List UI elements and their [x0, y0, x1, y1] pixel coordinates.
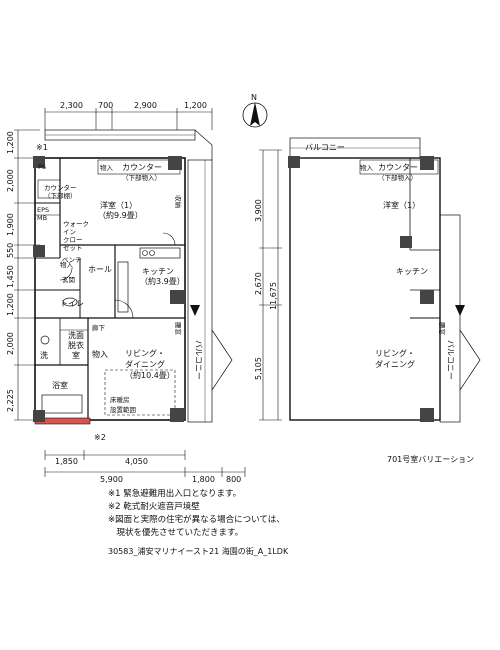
dim-left-2: 2,000	[6, 169, 15, 192]
label-kitchen-size: （約3.9畳）	[140, 276, 185, 286]
dim-var-3: 11,675	[269, 282, 278, 310]
label-shelf: 収納	[174, 195, 183, 208]
dim-bottom-3: 5,900	[100, 475, 123, 484]
label-floor-heat-2: 設置範囲	[110, 405, 136, 414]
note-1: ※1 緊急避難用出入口となります。	[108, 489, 242, 499]
var-label-balcony: バルコニー	[446, 340, 455, 380]
label-walkin-1: ウォーク	[63, 220, 89, 228]
var-label-counter: カウンター	[378, 163, 418, 172]
label-walkin-2: イン	[63, 228, 76, 236]
var-caption: 701号室バリエーション	[387, 454, 474, 464]
dim-left-1: 1,200	[6, 131, 15, 154]
label-eps: EPS	[37, 206, 49, 214]
north-arrow-icon: N	[242, 93, 268, 128]
label-washroom-1: 洗	[68, 330, 76, 340]
dim-left-7: 2,000	[6, 332, 15, 355]
dim-left-8: 2,225	[6, 389, 15, 412]
label-walkin-3: クロー	[63, 236, 83, 244]
label-storage-mid: 物入	[92, 349, 108, 359]
note-3: ※図面と実際の住宅が異なる場合については、	[108, 515, 285, 525]
label-counter-left: カウンター	[44, 183, 77, 192]
dim-left-3: 1,900	[6, 213, 15, 236]
label-living-2: ダイニング	[125, 359, 165, 369]
var-label-living-1: リビング・	[375, 348, 415, 358]
label-washroom-3: 脱	[68, 340, 76, 350]
top-dimensions	[44, 108, 213, 130]
label-washroom-2: 面	[76, 331, 84, 340]
dim-bottom-4: 1,800	[192, 475, 215, 484]
dim-top-3: 2,900	[134, 101, 157, 110]
north-label: N	[251, 93, 257, 102]
var-label-storage: 物入	[360, 163, 374, 172]
dim-var-1: 3,900	[254, 199, 263, 222]
label-mb: MB	[37, 214, 47, 222]
label-washroom-4: 衣	[76, 340, 84, 350]
label-walkin-4: ゼット	[63, 243, 83, 252]
label-genkan: 玄関	[62, 275, 75, 284]
label-living-size: （約10.4畳）	[125, 370, 175, 380]
label-laundry: 洗	[40, 350, 48, 360]
label-western-room: 洋室（1）	[100, 200, 137, 210]
label-balcony-right: バルコニー	[194, 340, 203, 380]
dim-top-1: 2,300	[60, 101, 83, 110]
bottom-dimensions	[44, 450, 246, 477]
label-storage-top: 物入	[100, 163, 114, 172]
dim-bottom-5: 800	[226, 475, 241, 484]
label-western-size: （約9.9畳）	[98, 210, 143, 220]
left-dimensions	[14, 129, 40, 421]
var-label-western-room: 洋室（1）	[383, 200, 420, 210]
variation-plan	[289, 137, 481, 423]
label-bench: ベンチ	[62, 256, 82, 264]
label-washroom-5: 室	[72, 350, 80, 360]
main-plan	[34, 129, 233, 423]
label-window-right: 腰窓	[174, 322, 183, 336]
label-entrance-storage: 物入	[60, 260, 74, 269]
label-ps: PS	[38, 163, 46, 171]
footer-caption: 30583_浦安マリナイースト21 海園の街_A_1LDK	[108, 547, 289, 556]
dim-top-2: 700	[98, 101, 113, 110]
var-label-counter-sub: （下部物入）	[378, 173, 417, 182]
dim-var-4: 5,105	[254, 357, 263, 380]
var-label-window: 腰窓	[438, 322, 447, 336]
dim-bottom-2: 4,050	[125, 457, 148, 466]
var-label-living-2: ダイニング	[375, 359, 415, 369]
label-hall: ホール	[88, 265, 112, 274]
label-counter-top-sub: （下部物入）	[122, 173, 161, 182]
variation-dimensions	[259, 149, 282, 421]
label-bath: 浴室	[52, 380, 68, 390]
dim-left-5: 1,450	[6, 265, 15, 288]
mark-2: ※2	[94, 433, 106, 442]
note-2: ※2 乾式耐火遮音戸境壁	[108, 502, 200, 512]
dim-left-4: 550	[6, 243, 15, 258]
label-kitchen: キッチン	[142, 267, 174, 276]
variation-columns	[288, 156, 434, 422]
label-counter-top: カウンター	[122, 163, 162, 172]
label-floor-heat-1: 床暖房	[110, 395, 130, 404]
dim-bottom-1: 1,850	[55, 457, 78, 466]
mark-1: ※1	[36, 143, 48, 152]
label-toilet: トイレ	[60, 299, 84, 308]
structural-columns	[33, 156, 184, 422]
var-label-balcony-top: バルコニー	[305, 143, 345, 152]
dim-var-2: 2,670	[254, 272, 263, 295]
dim-top-4: 1,200	[184, 101, 207, 110]
label-corridor: 廊下	[92, 323, 106, 332]
dim-left-6: 1,200	[6, 293, 15, 316]
var-label-kitchen: キッチン	[396, 267, 428, 276]
label-counter-left-sub: （下部棚）	[44, 191, 77, 200]
note-4: 現状を優先させていただきます。	[108, 528, 244, 538]
label-living-1: リビング・	[125, 348, 165, 358]
